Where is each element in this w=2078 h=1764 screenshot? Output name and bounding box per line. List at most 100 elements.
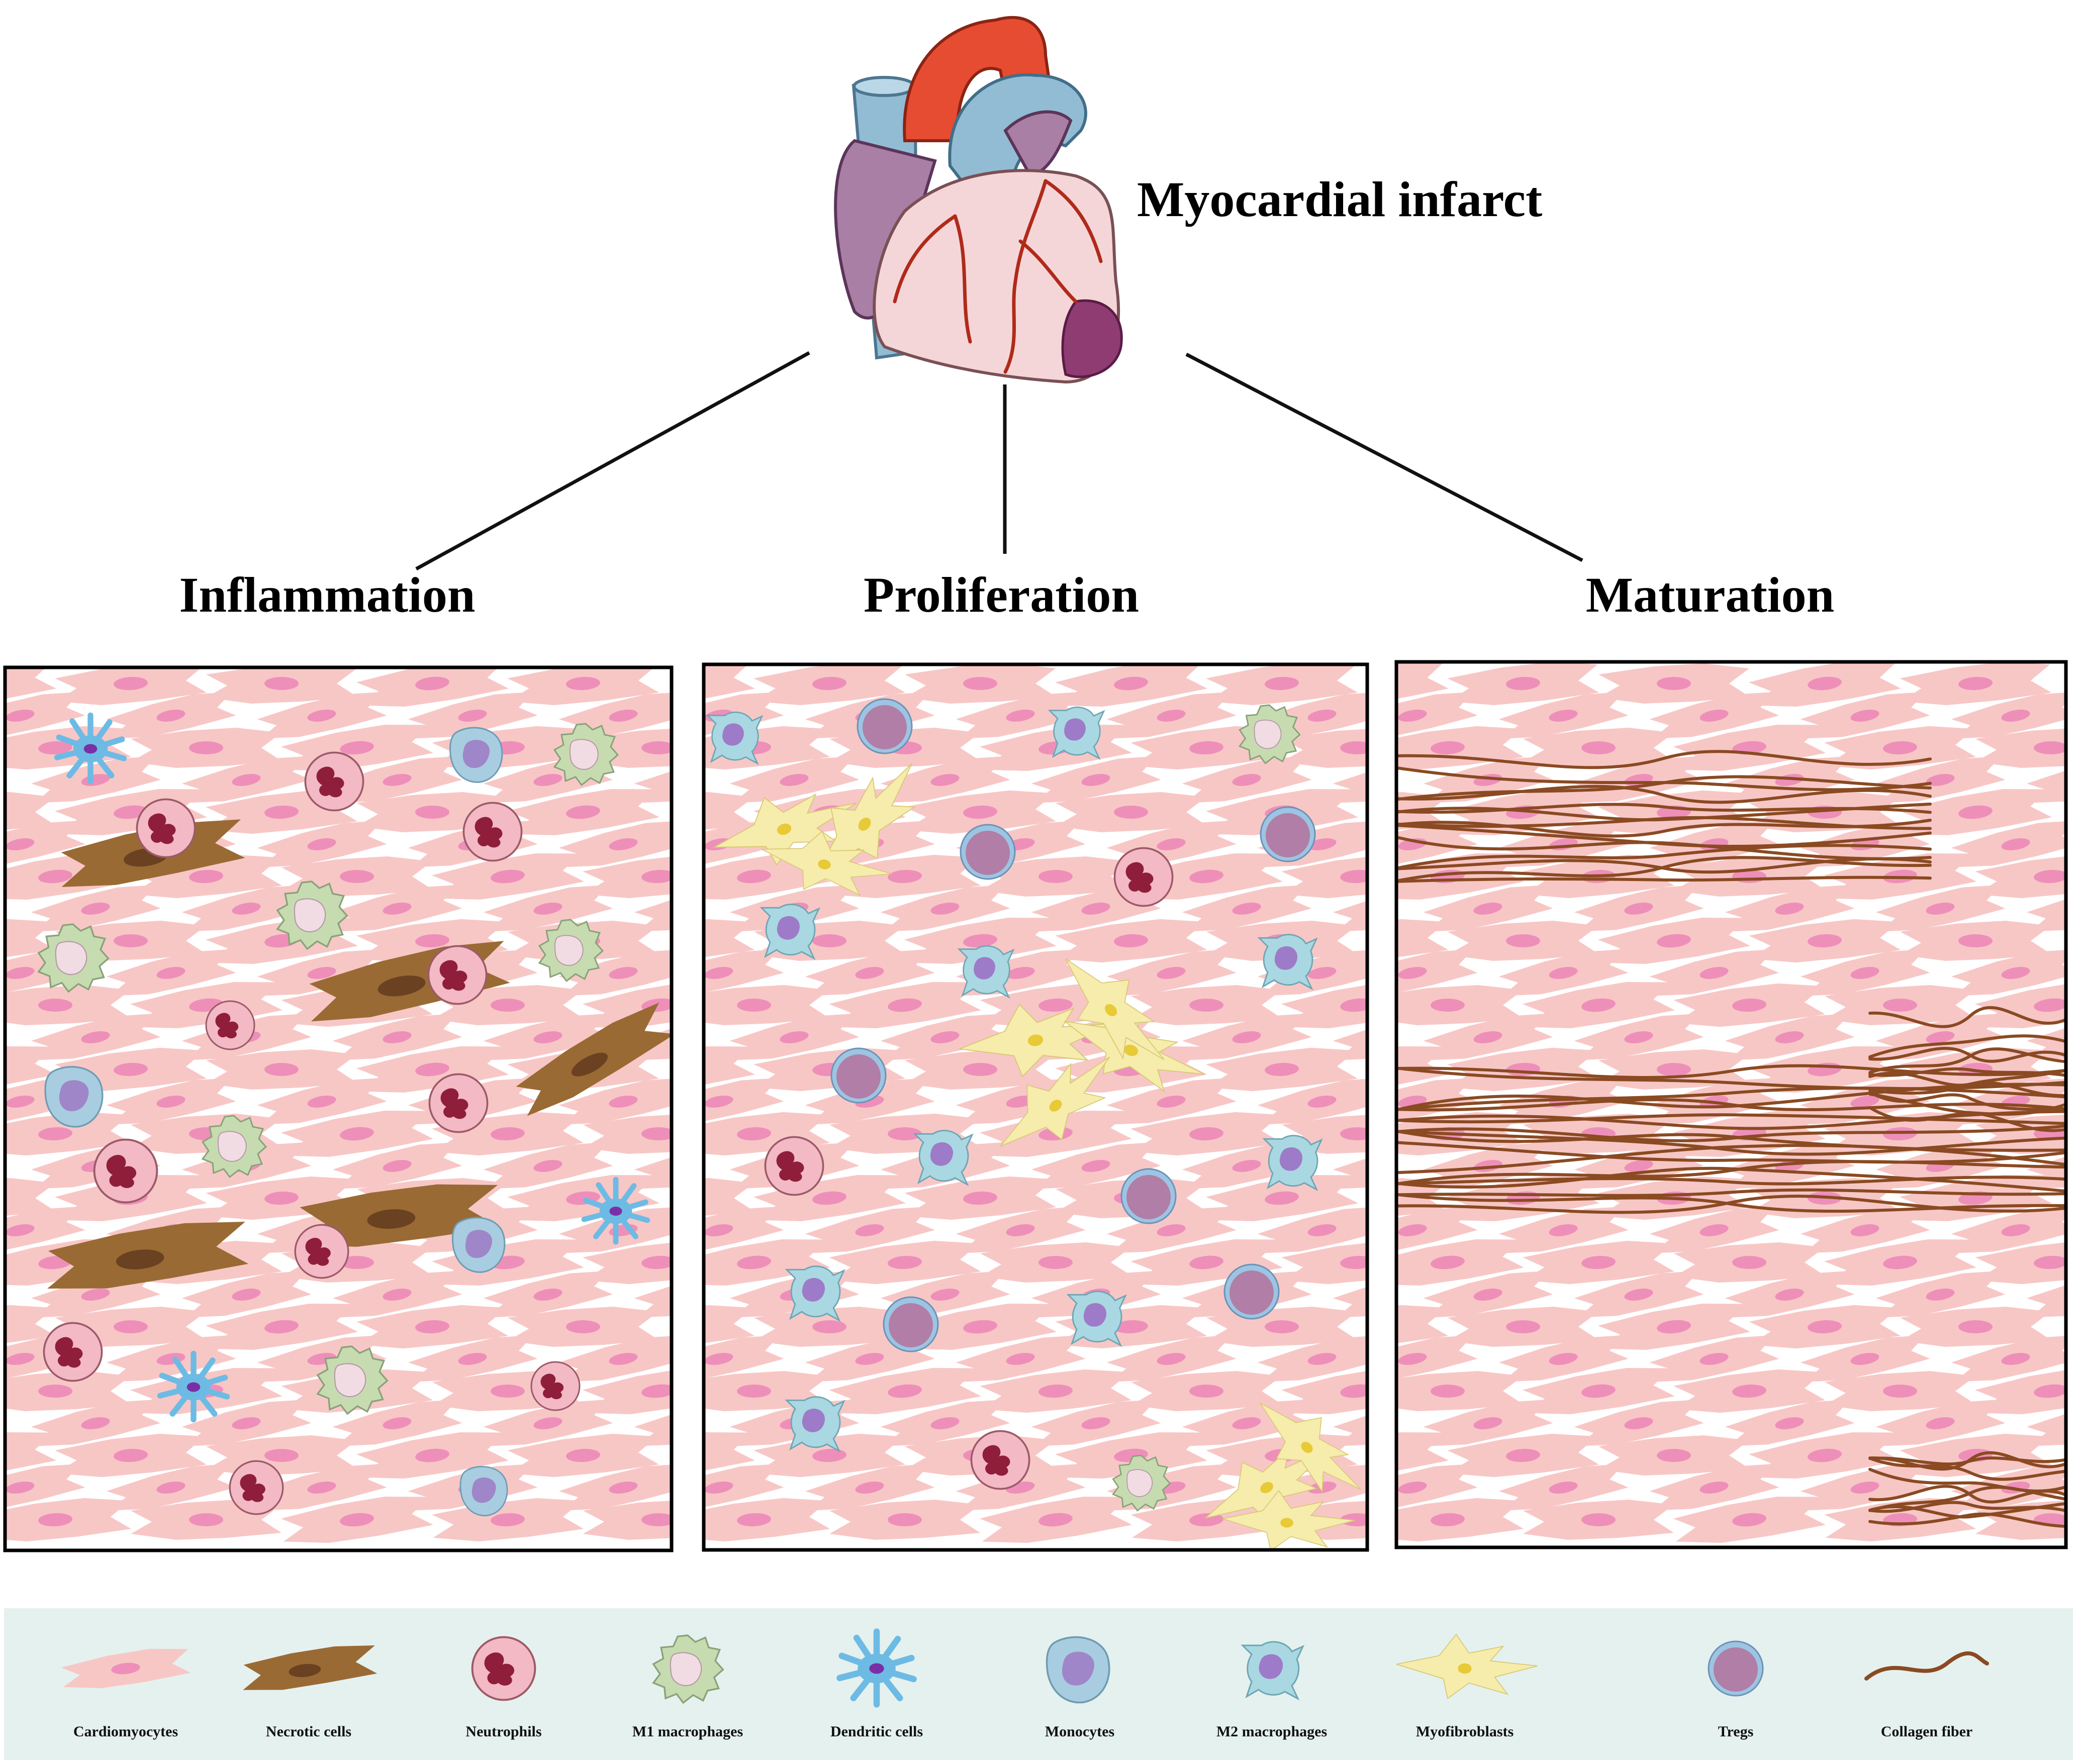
cardiomyocyte-cell bbox=[5, 1498, 132, 1542]
cardiomyocyte-cell bbox=[828, 982, 981, 1029]
cardiomyocyte-cell bbox=[704, 792, 754, 830]
legend-label-treg: Tregs bbox=[1718, 1723, 1754, 1740]
cardiomyocyte-cell bbox=[1974, 1367, 2066, 1415]
cardiomyocyte-cell bbox=[1106, 949, 1237, 996]
legend-item-monocyte: Monocytes bbox=[1045, 1636, 1114, 1740]
collagen-fiber bbox=[1864, 1651, 1989, 1681]
panel-maturation-border bbox=[1394, 660, 2068, 1549]
cardiomyocyte-cell bbox=[1498, 692, 1629, 739]
cardiomyocyte-cell bbox=[704, 985, 829, 1025]
collagen-fiber bbox=[1396, 1188, 2066, 1197]
m2-macrophage-cell bbox=[1048, 706, 1105, 760]
cardiomyocyte-cell bbox=[828, 1367, 981, 1415]
cardiomyocyte-cell bbox=[583, 1501, 672, 1540]
m2-macrophage-cell bbox=[1066, 1291, 1127, 1347]
cardiomyocyte-cell bbox=[1206, 1047, 1358, 1092]
collagen-fiber-bundle bbox=[1396, 750, 1932, 883]
cardiomyocyte-cell bbox=[753, 1174, 906, 1222]
cardiomyocyte-cell bbox=[5, 820, 85, 867]
neutrophil-cell bbox=[294, 1224, 349, 1279]
collagen-fiber bbox=[1396, 775, 1932, 801]
collagen-fiber bbox=[1868, 1451, 2066, 1471]
cardiomyocyte-cell bbox=[1875, 756, 2006, 803]
heart-illustration bbox=[834, 16, 1123, 384]
panel-inflammation-border bbox=[3, 665, 674, 1552]
cardiomyocyte-cell bbox=[356, 1432, 509, 1479]
cardiomyocyte-cell bbox=[483, 1142, 613, 1189]
cardiomyocyte-cell bbox=[5, 692, 85, 739]
cardiomyocyte-cell bbox=[704, 1305, 755, 1349]
legend-item-treg: Tregs bbox=[1708, 1640, 1764, 1740]
cardiomyocyte-cell bbox=[106, 1463, 236, 1511]
cardiomyocyte-cell bbox=[1825, 1371, 1975, 1411]
cardiomyocyte-cell bbox=[1396, 1335, 1478, 1382]
cardiomyocyte-cell bbox=[2026, 1399, 2066, 1446]
cardiomyocyte-cell bbox=[704, 1077, 784, 1125]
cardiomyocyte-cell bbox=[704, 1206, 784, 1253]
cardiomyocyte-cell bbox=[704, 1046, 755, 1093]
cardiomyocyte-cell bbox=[1396, 1206, 1478, 1253]
cardiomyocyte-cell bbox=[1423, 885, 1553, 932]
cardiomyocyte-cell bbox=[55, 667, 207, 706]
cardiomyocyte-cell bbox=[1396, 919, 1449, 963]
cardiomyocyte-cell bbox=[1031, 1399, 1161, 1446]
m2-macrophage-cell bbox=[913, 1130, 974, 1187]
cardiomyocyte-cell bbox=[1106, 1206, 1237, 1253]
cardiomyocyte-cell bbox=[5, 1371, 131, 1411]
cardiomyocyte-cell bbox=[1396, 1498, 1524, 1542]
m1-macrophage-cell bbox=[37, 923, 110, 993]
legend-item-myofibroblast: Myofibroblasts bbox=[1396, 1633, 1538, 1740]
necrotic-cell bbox=[516, 1002, 672, 1116]
cardiomyocyte-cell bbox=[1333, 756, 1367, 803]
cardiomyocyte-cell bbox=[280, 1110, 433, 1157]
collagen-fiber bbox=[1396, 1195, 2066, 1214]
cardiomyocyte-cell bbox=[483, 885, 613, 932]
cardiomyocyte-cell bbox=[1498, 1335, 1629, 1382]
collagen-fiber bbox=[1396, 836, 1932, 860]
monocyte-cell bbox=[459, 1465, 508, 1516]
cardiomyocyte-cell bbox=[1106, 1335, 1237, 1382]
neutrophil-cell bbox=[43, 1322, 103, 1382]
legend-label-neutrophil: Neutrophils bbox=[465, 1723, 541, 1740]
m2-macrophage-cell bbox=[957, 945, 1015, 999]
neutrophil-cell bbox=[136, 798, 196, 858]
cardiomyocyte-cell bbox=[829, 1500, 980, 1540]
cardiomyocyte-cell bbox=[634, 1399, 672, 1446]
cardiomyocyte-cell bbox=[5, 1178, 55, 1216]
cardiomyocyte-cell bbox=[880, 1399, 1010, 1446]
cardiomyocyte-cell bbox=[1975, 854, 2066, 899]
collagen-fiber-bundle bbox=[1396, 1064, 2066, 1214]
cardiomyocyte-cell bbox=[1574, 1399, 1704, 1446]
cardiomyocyte-cell bbox=[905, 664, 1056, 704]
cardiomyocyte-cell bbox=[1396, 1305, 1449, 1349]
treg-cell bbox=[960, 824, 1016, 880]
cardiomyocyte-cell bbox=[558, 949, 672, 996]
cardiomyocyte-cell bbox=[1396, 949, 1478, 996]
cardiomyocyte-cell bbox=[1182, 885, 1312, 932]
legend-label-m2: M2 macrophages bbox=[1216, 1723, 1327, 1740]
cardiomyocyte-cell bbox=[1447, 662, 1599, 706]
cardiomyocyte-cell bbox=[805, 1206, 935, 1253]
legend-item-cardiomyocyte: Cardiomyocytes bbox=[61, 1648, 191, 1740]
collagen-fiber bbox=[1868, 1047, 2066, 1074]
cardiomyocyte-cell bbox=[1055, 664, 1207, 707]
legend-item-necrotic: Necrotic cells bbox=[243, 1645, 377, 1740]
necrotic-cell bbox=[47, 1221, 249, 1289]
cardiomyocyte-cell bbox=[729, 756, 860, 803]
m2-macrophage-cell bbox=[1257, 934, 1318, 991]
cardiomyocyte-cell bbox=[1749, 1305, 1901, 1349]
infarct-zone bbox=[1061, 299, 1123, 378]
cardiomyocyte-cell bbox=[5, 1206, 85, 1253]
collagen-fiber bbox=[1868, 1456, 2066, 1481]
cardiomyocyte-cell bbox=[181, 1399, 312, 1446]
collagen-fiber bbox=[1396, 1166, 2066, 1193]
cardiomyocyte-cell bbox=[431, 853, 584, 900]
cardiomyocyte-cell bbox=[1423, 1013, 1553, 1060]
myofibroblast-cell bbox=[1000, 1056, 1110, 1147]
cardiomyocyte-cell bbox=[1131, 985, 1282, 1025]
cardiomyocyte-cell bbox=[1951, 1206, 2066, 1253]
connector-lines bbox=[415, 351, 1583, 571]
connector-maturation bbox=[1185, 352, 1583, 562]
neutrophil-cell bbox=[462, 802, 523, 862]
necrotic-cell bbox=[243, 1645, 377, 1690]
